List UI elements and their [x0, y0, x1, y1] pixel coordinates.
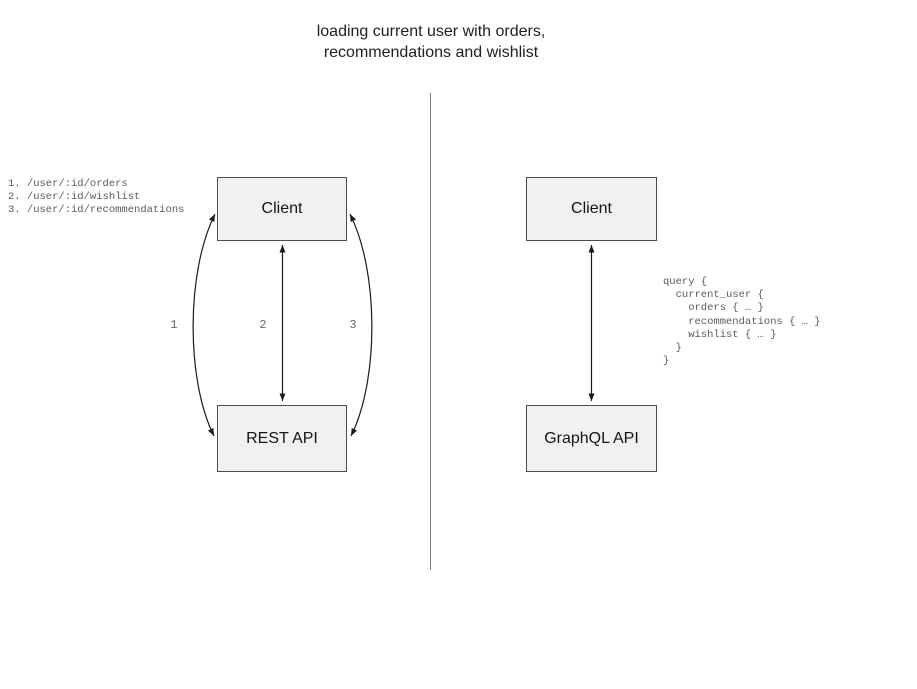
- arrow-label-1: 1: [170, 318, 178, 332]
- graphql-client-box: Client: [526, 177, 657, 241]
- diagram-title: loading current user with orders, recomm…: [181, 21, 681, 63]
- title-line-2: recommendations and wishlist: [323, 44, 539, 61]
- rest-api-label: REST API: [246, 429, 318, 447]
- graphql-client-label: Client: [571, 200, 612, 217]
- rest-client-box: Client: [217, 177, 347, 241]
- arrow-label-2: 2: [259, 318, 267, 332]
- graphql-api-box: GraphQL API: [526, 405, 657, 472]
- title-line-1: loading current user with orders,: [316, 23, 546, 40]
- graphql-query-code: query { current_user { orders { … } reco…: [663, 276, 821, 368]
- rest-api-box: REST API: [217, 405, 347, 472]
- rest-client-label: Client: [261, 200, 303, 217]
- rest-endpoint-list: 1. /user/:id/orders 2. /user/:id/wishlis…: [8, 178, 185, 217]
- vertical-divider: [430, 93, 431, 570]
- rest-arrow-1-curve: [192, 213, 216, 437]
- arrow-label-3: 3: [349, 318, 357, 332]
- graphql-api-label: GraphQL API: [544, 429, 639, 447]
